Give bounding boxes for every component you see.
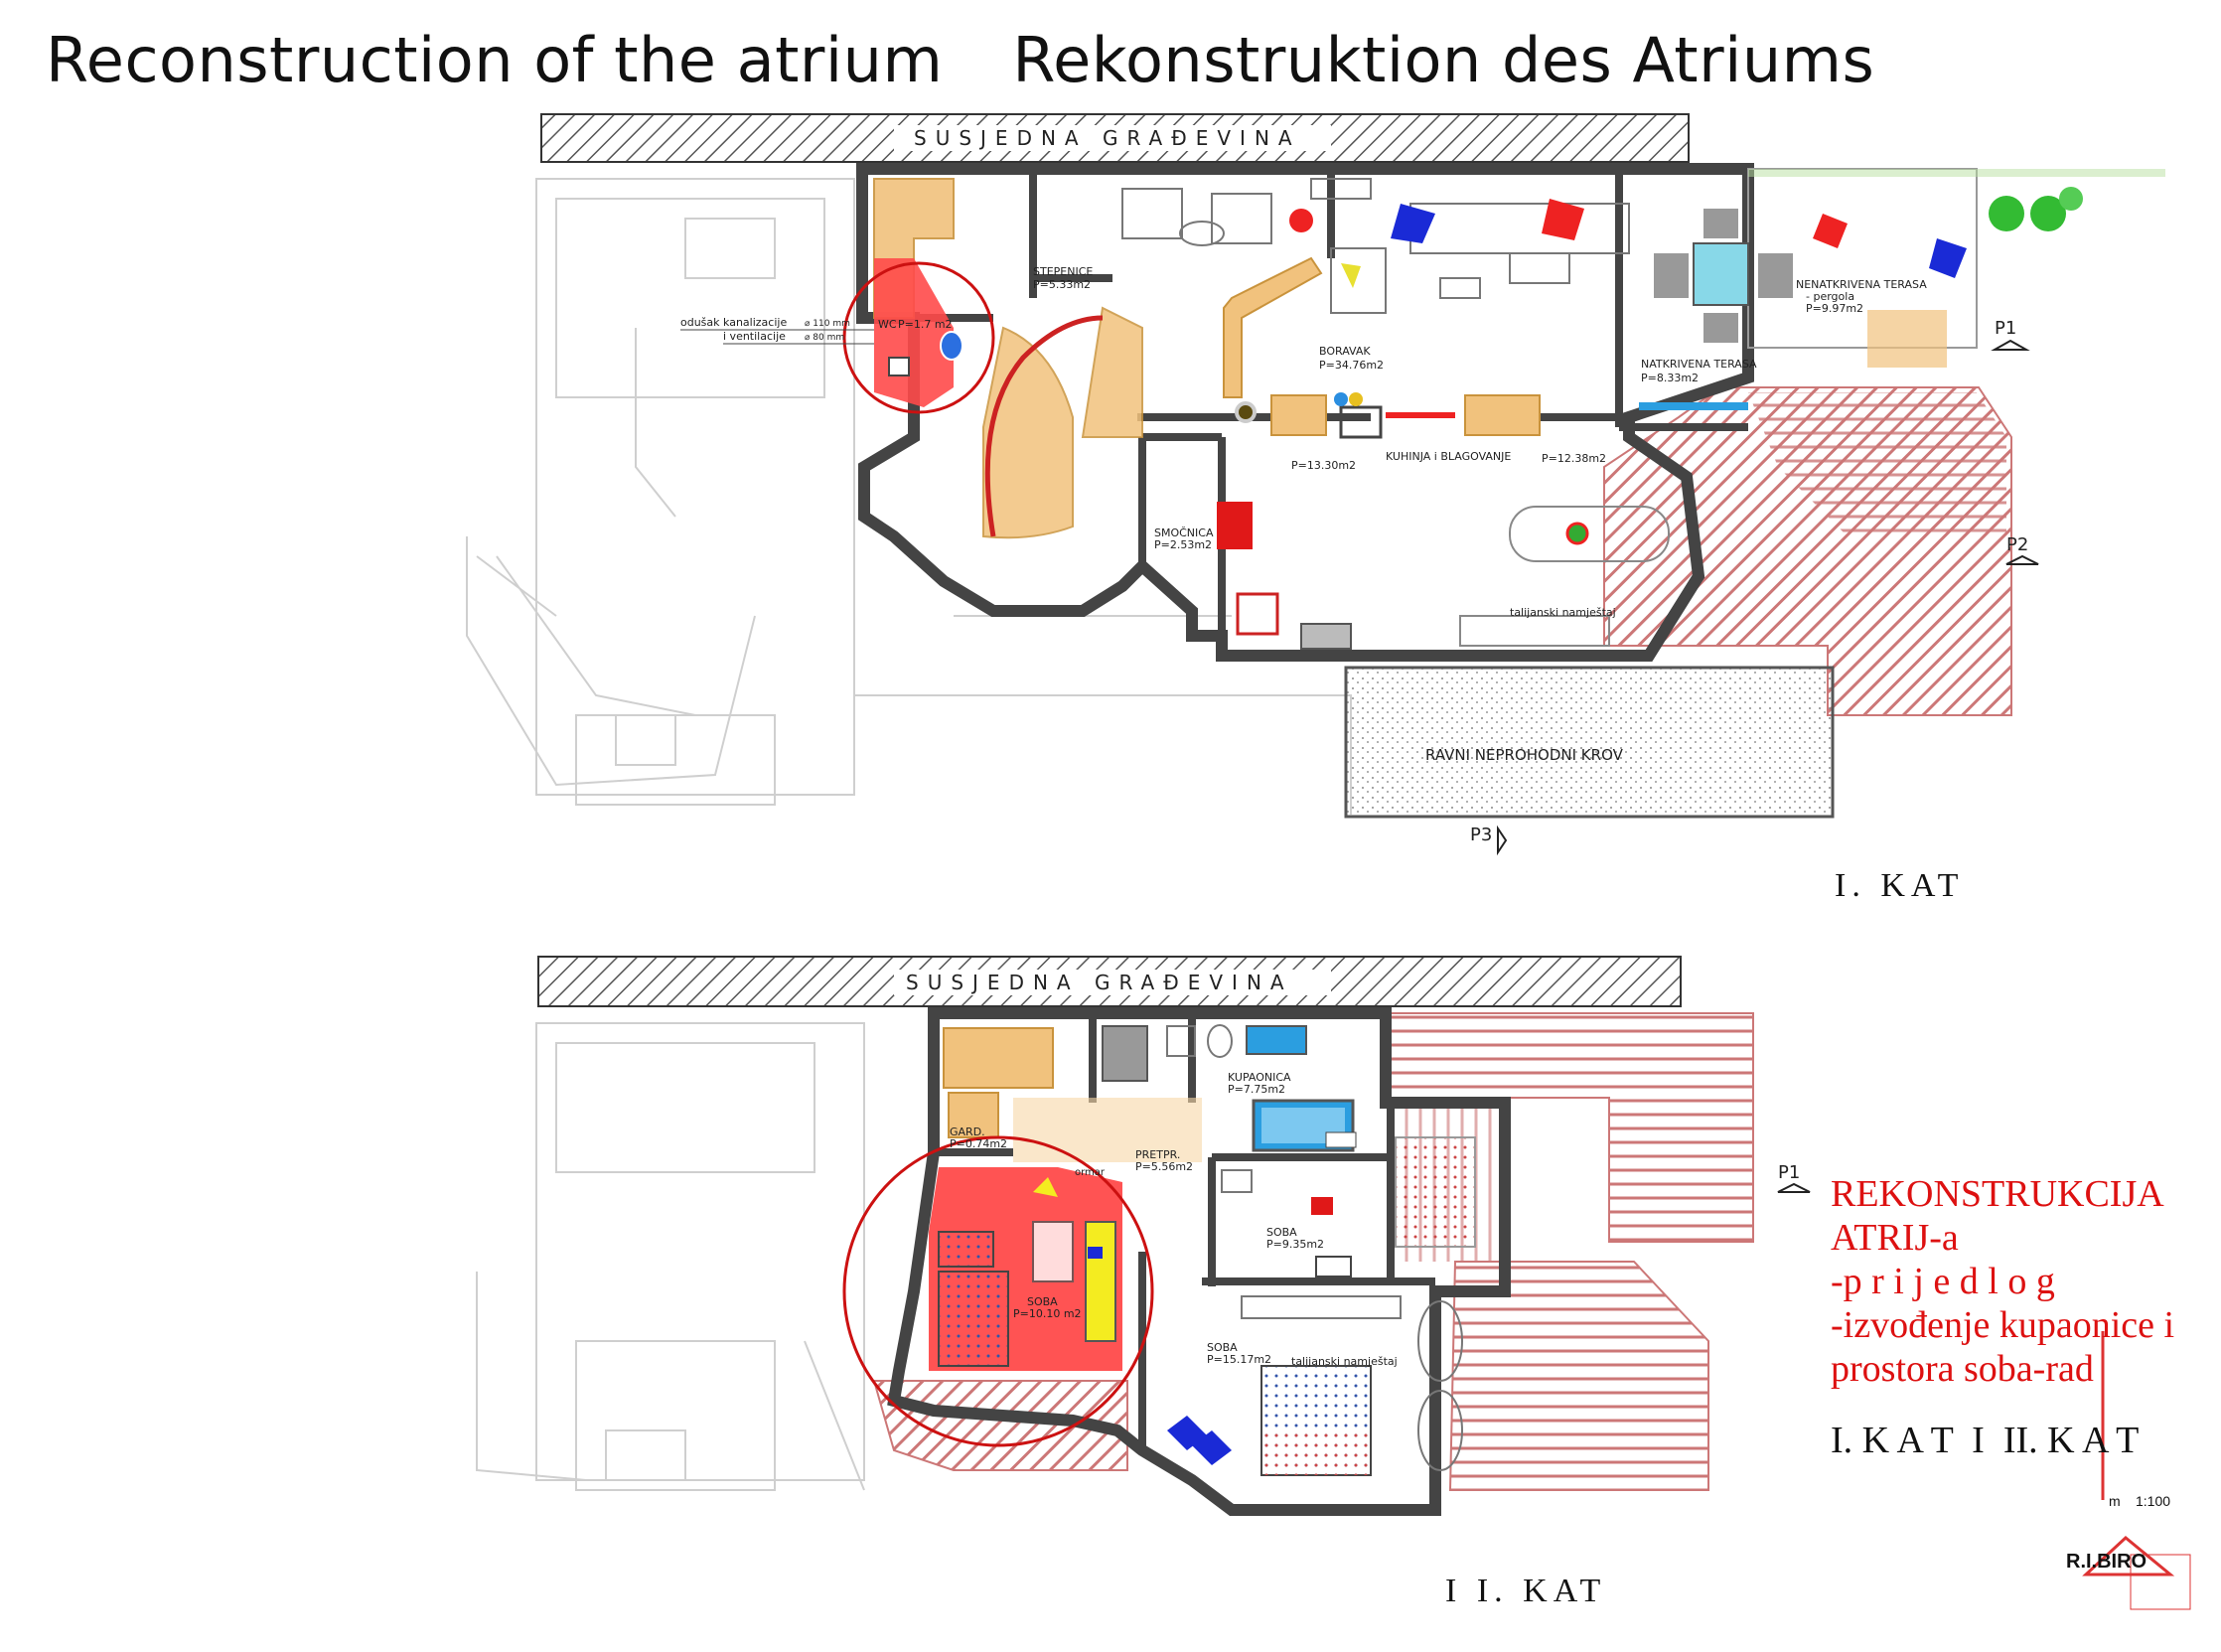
adjacent-structures-faint-2 — [476, 1022, 865, 1491]
dining-table — [1459, 506, 1670, 647]
room-area-soba-3: P=15.17m2 — [1207, 1353, 1271, 1366]
title-english: Reconstruction of the atrium — [46, 24, 944, 96]
furniture-note-2: talijanski namještaj — [1291, 1355, 1398, 1368]
title-german: Rekonstruktion des Atriums — [1012, 24, 1875, 96]
neighbor-label-2: SUSJEDNA GRAĐEVINA — [906, 971, 1293, 994]
floor-label-2: I I. KAT — [1445, 1573, 1606, 1609]
room-area-natkrivena: P=8.33m2 — [1641, 372, 1699, 384]
tree-icons — [1989, 187, 2083, 231]
room-area-dining: P=12.38m2 — [1542, 452, 1606, 465]
floor-1-plan: SUSJEDNA GRAĐEVINA RAVNI NEPROHODNI KROV — [466, 113, 2165, 904]
pergola-label: - pergola — [1806, 290, 1854, 303]
ormar-label: ormar — [1075, 1167, 1106, 1178]
proposal-line-1: REKONSTRUKCIJA — [1831, 1173, 2164, 1215]
living-furniture — [1121, 178, 1630, 314]
room-name-gard: GARD. — [950, 1126, 985, 1138]
wc-circle — [842, 261, 995, 414]
room-name-wc: WC — [878, 318, 897, 331]
room-name-kuhinja: KUHINJA i BLAGOVANJE — [1386, 450, 1511, 463]
proposal-floors: I. K A T I II. K A T — [1831, 1420, 2140, 1461]
room-name-kupaonica: KUPAONICA — [1228, 1071, 1291, 1084]
room-name-nenatkrivena: NENATKRIVENA TERASA — [1796, 278, 1927, 291]
section-marks-1: P1 P2 P3 — [1470, 318, 2039, 856]
room-area-gard: P=0.74m2 — [950, 1137, 1007, 1150]
room-name-boravak: BORAVAK — [1319, 345, 1371, 358]
section-mark-p1: P1 — [1995, 318, 2016, 339]
room-area-wc: P=1.7 m2 — [898, 318, 953, 331]
vent-size-2: ⌀ 80 mm — [805, 333, 844, 343]
room-area-smocnica: P=2.53m2 — [1154, 538, 1212, 551]
proposal-line-3: -p r i j e d l o g — [1831, 1261, 2055, 1302]
staircase-2 — [943, 1027, 1054, 1089]
proposal-line-2: ATRIJ-a — [1831, 1217, 1959, 1259]
room-area-boravak: P=34.76m2 — [1319, 359, 1384, 372]
scale-ratio: 1:100 — [2136, 1493, 2170, 1509]
furniture-note-1: talijanski namještaj — [1510, 606, 1616, 619]
room-area-soba-1: P=9.35m2 — [1266, 1238, 1324, 1251]
proposal-line-4: -izvođenje kupaonice i — [1831, 1304, 2175, 1346]
room-area-kupaonica: P=7.75m2 — [1228, 1083, 1285, 1096]
room-name-soba-2: SOBA — [1027, 1295, 1058, 1308]
room-name-smocnica: SMOČNICA — [1154, 526, 1214, 539]
adjacent-structures-faint-1 — [466, 178, 1352, 815]
scale-bar: m 1:100 — [2101, 1331, 2170, 1509]
wc-highlight — [874, 258, 954, 407]
kitchen-counters — [1270, 394, 1541, 436]
stair-railing — [984, 315, 1104, 537]
floor-label-1: I. KAT — [1835, 867, 1964, 904]
section-mark-p2: P2 — [2006, 534, 2028, 555]
proposal-line-5: prostora soba-rad — [1831, 1348, 2094, 1390]
vent-label-2: i ventilacije — [723, 330, 786, 343]
walls-floor-1 — [856, 163, 1754, 662]
room-name-soba-3: SOBA — [1207, 1341, 1238, 1354]
terrace-furniture — [1654, 209, 1793, 343]
cushion-red-1 — [1542, 199, 1584, 240]
neighbor-building-hatch-2 — [537, 956, 1682, 1007]
neighbor-label-1: SUSJEDNA GRAĐEVINA — [914, 126, 1301, 150]
vent-label-1: odušak kanalizacije — [680, 316, 787, 329]
room-name-pretpr: PRETPR. — [1135, 1148, 1180, 1161]
logo-brand: R.I.BIRO — [2066, 1551, 2147, 1573]
proposal-note: REKONSTRUKCIJA ATRIJ-a -p r i j e d l o … — [1831, 1172, 2174, 1462]
room-name-soba-1: SOBA — [1266, 1226, 1297, 1239]
room-name-natkrivena: NATKRIVENA TERASA — [1641, 358, 1757, 371]
biro-logo: R.I.BIRO — [2066, 1536, 2191, 1610]
room-area-nenatkrivena: P=9.97m2 — [1806, 302, 1863, 315]
room-area-pretpr: P=5.56m2 — [1135, 1160, 1193, 1173]
cushion-blue-1 — [1391, 204, 1435, 243]
room-area-kuhinja: P=13.30m2 — [1291, 459, 1356, 472]
room-area-stepenice: P=5.33m2 — [1033, 278, 1091, 291]
vent-size-1: ⌀ 110 mm — [805, 319, 850, 329]
room-name-stepenice: STEPENICE — [1033, 265, 1093, 278]
scale-unit: m — [2109, 1493, 2121, 1509]
floor-2-plan: SUSJEDNA GRAĐEVINA — [476, 956, 1811, 1609]
bath-sink — [1246, 1025, 1307, 1055]
room-circle — [842, 1135, 1154, 1447]
walls-floor-2 — [887, 1007, 1511, 1516]
page-title: Reconstruction of the atrium Rekonstrukti… — [46, 24, 1944, 96]
flat-roof-label: RAVNI NEPROHODNI KROV — [1425, 746, 1624, 764]
flat-roof-1 — [1344, 666, 1835, 819]
room-area-soba-2: P=10.10 m2 — [1013, 1307, 1082, 1320]
section-mark-p1-2: P1 — [1778, 1162, 1800, 1183]
section-mark-p3: P3 — [1470, 825, 1492, 845]
